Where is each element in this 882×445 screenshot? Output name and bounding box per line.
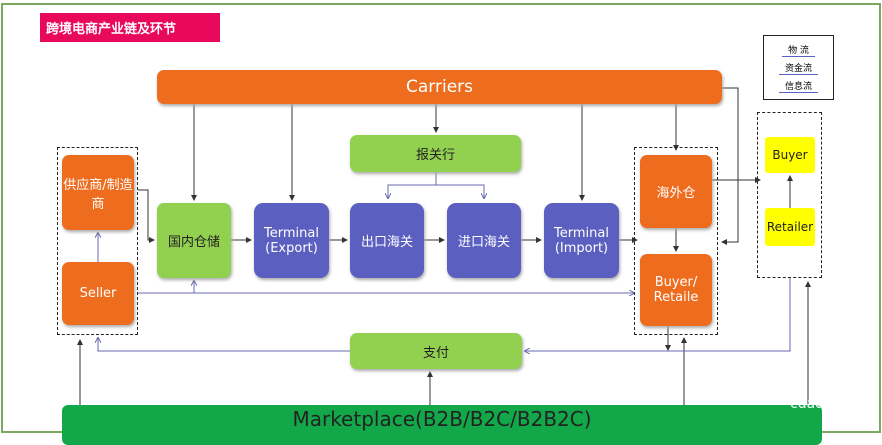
diagram-title: 跨境电商产业链及环节 — [40, 13, 220, 42]
seller-group — [57, 147, 138, 335]
legend-capital-flow: 资金流 — [778, 61, 818, 75]
carriers-node: Carriers — [157, 70, 722, 104]
payment-node: 支付 — [350, 333, 522, 369]
buyer-group — [634, 147, 718, 335]
watermark: cdad — [790, 396, 825, 412]
supplier-node: 供应商/制造商 — [62, 155, 134, 230]
customs-broker-node: 报关行 — [350, 135, 521, 172]
legend-info-flow: 信息流 — [778, 79, 818, 93]
terminal-import-node: Terminal (Import) — [544, 203, 619, 278]
connector-arrows — [77, 87, 811, 420]
overseas-warehouse-node: 海外仓 — [640, 155, 712, 228]
domestic-warehouse-node: 国内仓储 — [157, 203, 231, 278]
legend-logistics: 物 流 — [782, 43, 815, 57]
import-customs-node: 进口海关 — [447, 203, 521, 278]
export-customs-node: 出口海关 — [350, 203, 424, 278]
consumer-group — [757, 112, 822, 278]
buyer-node: Buyer — [765, 137, 815, 173]
retailer-node: Retailer — [765, 208, 815, 246]
buyer-retaile-node: Buyer/ Retaile — [640, 254, 712, 326]
terminal-export-node: Terminal (Export) — [254, 203, 329, 278]
seller-node: Seller — [62, 262, 134, 325]
legend: 物 流 资金流 信息流 — [763, 35, 834, 100]
marketplace-node: Marketplace(B2B/B2C/B2B2C) — [62, 405, 822, 445]
